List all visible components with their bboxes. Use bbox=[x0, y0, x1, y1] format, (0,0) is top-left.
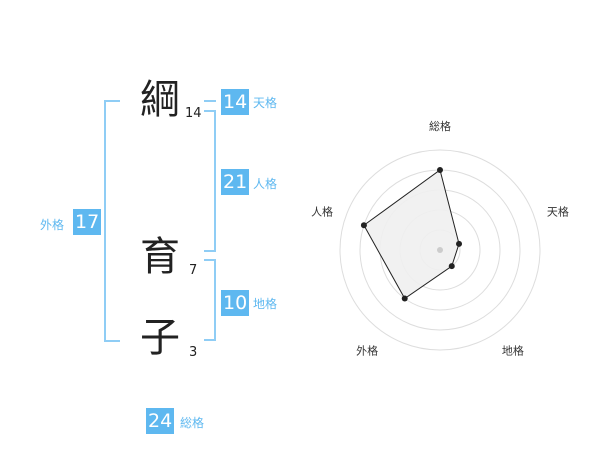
radar-axis-label: 総格 bbox=[429, 119, 451, 133]
gaikaku-value: 17 bbox=[73, 209, 101, 235]
tenkaku-label: 天格 bbox=[253, 96, 278, 110]
gaikaku-bracket bbox=[104, 100, 120, 342]
jinkaku-bracket bbox=[204, 110, 216, 252]
radar-point bbox=[437, 167, 443, 173]
chikaku-label: 地格 bbox=[253, 297, 278, 311]
radar-ring bbox=[339, 149, 541, 351]
chikaku-bracket bbox=[204, 259, 216, 341]
name-char-2-strokes: 7 bbox=[189, 263, 198, 278]
radar-point bbox=[360, 222, 367, 229]
name-char-3: 子 bbox=[140, 315, 180, 361]
name-char-1-strokes: 14 bbox=[185, 106, 202, 121]
radar-center-point bbox=[437, 247, 443, 253]
radar-axis-label: 地格 bbox=[502, 343, 524, 357]
radar-point bbox=[456, 240, 463, 247]
radar-point bbox=[448, 263, 455, 270]
soukaku-label: 総格 bbox=[180, 416, 205, 430]
tenkaku-bracket bbox=[204, 100, 216, 102]
radar-axis-label: 人格 bbox=[311, 205, 333, 219]
radar-point bbox=[401, 295, 408, 302]
name-char-1: 綱 bbox=[140, 77, 180, 123]
radar-series-area bbox=[363, 169, 460, 300]
jinkaku-label: 人格 bbox=[253, 177, 278, 191]
tenkaku-value: 14 bbox=[221, 89, 249, 115]
name-char-2: 育 bbox=[140, 234, 180, 280]
name-char-3-strokes: 3 bbox=[189, 345, 198, 360]
radar-axis-label: 外格 bbox=[356, 343, 378, 357]
soukaku-value: 24 bbox=[146, 408, 174, 434]
chikaku-value: 10 bbox=[221, 290, 249, 316]
gaikaku-label: 外格 bbox=[40, 218, 65, 232]
jinkaku-value: 21 bbox=[221, 169, 249, 195]
radar-axis-label: 天格 bbox=[547, 205, 569, 219]
